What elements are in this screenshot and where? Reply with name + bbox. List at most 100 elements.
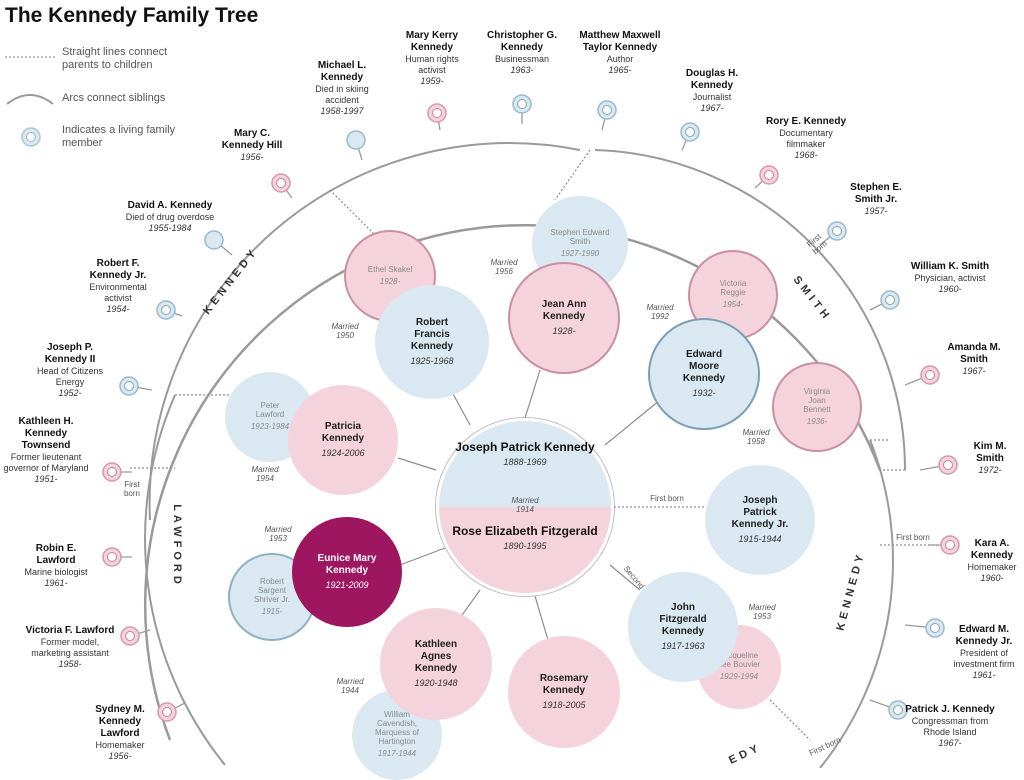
line-edward xyxy=(604,399,661,446)
living-indicator-icon xyxy=(893,705,903,715)
grandchild-years: 1952- xyxy=(58,388,82,398)
child-joejr: Joseph Patrick Kennedy Jr. 1915-1944 xyxy=(705,465,815,575)
grandchild-name: Kathleen H. Kennedy Townsend xyxy=(18,416,74,451)
grandchild-years: 1954- xyxy=(106,304,130,314)
living-indicator-icon xyxy=(107,467,117,477)
father-years: 1888-1969 xyxy=(503,457,547,467)
grandchild-years: 1961- xyxy=(44,578,68,588)
grandchild-desc: Former model, marketing assistant xyxy=(31,637,109,658)
grandchild-edwardjr: Edward M. Kennedy Jr.President of invest… xyxy=(946,624,1022,681)
grandchild-name: William K. Smith xyxy=(910,261,990,272)
grandchild-years: 1967- xyxy=(938,738,962,748)
grandchild-years: 1963- xyxy=(510,65,534,75)
grandchild-name: Christopher G. Kennedy xyxy=(486,30,557,53)
living-indicator-icon xyxy=(832,226,842,236)
parents-circle xyxy=(436,418,614,596)
living-indicator-icon xyxy=(517,99,527,109)
lawford-arc xyxy=(144,394,226,766)
legend-living-text: Indicates a living family member xyxy=(62,124,176,149)
legend-line-sample xyxy=(5,56,55,58)
legend-arc-sample xyxy=(6,94,54,105)
living-indicator-icon xyxy=(432,108,442,118)
grandchild-desc: President of investment firm xyxy=(953,648,1015,669)
living-indicator-icon xyxy=(685,127,695,137)
child-kathleen: Kathleen Agnes Kennedy 1920-1948 xyxy=(380,608,492,720)
grandchild-years: 1967- xyxy=(962,366,986,376)
grandchild-name: Matthew Maxwell Taylor Kennedy xyxy=(579,30,661,53)
living-indicator-icon xyxy=(885,295,895,305)
line-rosemary xyxy=(534,595,549,641)
grandchild-desc: Physician, activist xyxy=(914,273,986,283)
spouse-virginia: Virginia Joan Bennett 1936- xyxy=(772,362,862,452)
child-eunice: Eunice Mary Kennedy 1921-2009 xyxy=(292,517,402,627)
living-indicator-icon xyxy=(125,631,135,641)
grandchild-name: Kara A. Kennedy xyxy=(970,538,1014,561)
grandchild-desc: Homemaker xyxy=(967,562,1017,572)
mother-name: Rose Elizabeth Fitzgerald xyxy=(452,524,598,538)
kennedy-emk-arc xyxy=(819,439,894,768)
living-indicator-icon xyxy=(276,178,286,188)
child-rosemary: Rosemary Kennedy 1918-2005 xyxy=(508,636,620,748)
grandchild-desc: Former lieutenant governor of Maryland xyxy=(3,452,89,473)
mother-years: 1890-1995 xyxy=(503,541,547,551)
parents-married-label: Married 1914 xyxy=(500,496,550,514)
grandchild-desc: Died of drug overdose xyxy=(125,212,215,222)
child-edward: Edward Moore Kennedy 1932- xyxy=(648,318,760,430)
grandchild-name: Victoria F. Lawford xyxy=(25,625,115,636)
living-indicator-icon xyxy=(162,707,172,717)
line-eunice xyxy=(399,547,446,566)
grandchild-years: 1965- xyxy=(608,65,632,75)
grandchild-desc: Author xyxy=(606,54,634,64)
grandchild-years: 1956- xyxy=(240,152,264,162)
grandchild-years: 1957- xyxy=(864,206,888,216)
grandchild-desc: Documentary filmmaker xyxy=(779,128,833,149)
grandchild-name: Rory E. Kennedy xyxy=(765,116,847,127)
grandchild-name: Robert F. Kennedy Jr. xyxy=(89,258,147,281)
grandchild-dot-david xyxy=(204,230,224,250)
grandchild-desc: Head of Citizens Energy xyxy=(36,366,104,387)
child-jean: Jean Ann Kennedy 1928- xyxy=(508,262,620,374)
family-label-lawford: LAWFORD xyxy=(170,504,183,588)
legend-line-text: Straight lines connect parents to childr… xyxy=(62,46,168,71)
grandchild-name: Mary Kerry Kennedy xyxy=(405,30,459,53)
grandchild-name: Sydney M. Kennedy Lawford xyxy=(95,704,145,739)
grandchild-name: Patrick J. Kennedy xyxy=(905,704,995,715)
grandchild-robertjr: Robert F. Kennedy Jr.Environmental activ… xyxy=(78,258,158,315)
living-indicator-icon xyxy=(945,540,955,550)
child-robert: Robert Francis Kennedy 1925-1968 xyxy=(375,285,489,399)
grandchild-years: 1951- xyxy=(34,474,58,484)
line-kathleen xyxy=(459,589,481,619)
parents-married: Married xyxy=(511,496,539,505)
page-title: The Kennedy Family Tree xyxy=(5,4,259,27)
first-born-joejr: First born xyxy=(650,494,684,503)
mother-label: Rose Elizabeth Fitzgerald 1890-1995 xyxy=(450,524,600,552)
line-patricia xyxy=(397,457,437,471)
grandchild-name: David A. Kennedy xyxy=(127,200,213,211)
grandchild-years: 1967- xyxy=(700,103,724,113)
grandchild-years: 1955-1984 xyxy=(148,223,192,233)
